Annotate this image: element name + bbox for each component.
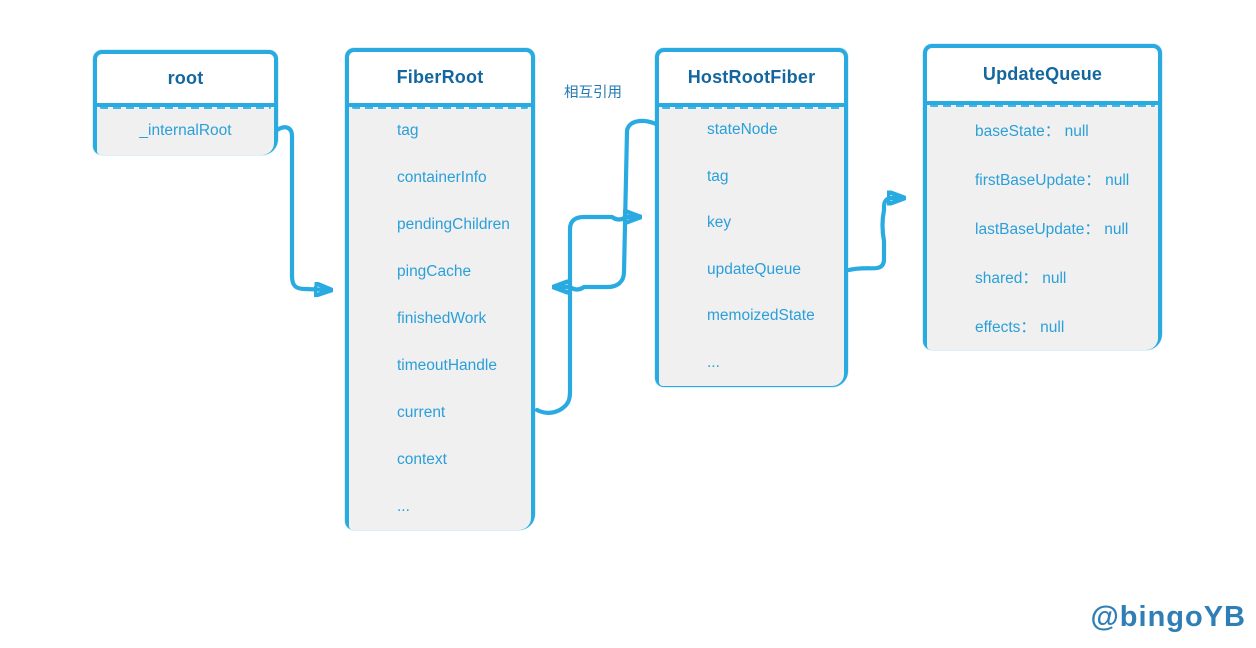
- entity-host-root-fiber-body: stateNode tag key updateQueue memoizedSt…: [659, 103, 844, 386]
- field-last-base-update: lastBaseUpdate： null: [975, 220, 1129, 238]
- field-update-queue: updateQueue: [707, 260, 801, 278]
- entity-update-queue-body: baseState： null firstBaseUpdate： null la…: [927, 101, 1158, 350]
- field-container-info: containerInfo: [397, 168, 487, 186]
- entity-update-queue: UpdateQueue baseState： null firstBaseUpd…: [923, 44, 1162, 350]
- field-base-state: baseState： null: [975, 122, 1089, 140]
- field-finished-work: finishedWork: [397, 309, 487, 327]
- field-ellipsis: ...: [707, 353, 720, 371]
- entity-host-root-fiber: HostRootFiber stateNode tag key updateQu…: [655, 48, 848, 387]
- field-context: context: [397, 450, 447, 468]
- field-shared: shared： null: [975, 269, 1067, 287]
- entity-root-body: _internalRoot: [97, 103, 274, 155]
- field-timeout-handle: timeoutHandle: [397, 356, 497, 374]
- field-ellipsis: ...: [397, 497, 410, 515]
- arrow-hostrootfiber-statenode-to-fiberroot: [554, 118, 659, 290]
- field-key: key: [707, 214, 732, 232]
- entity-fiber-root-title: FiberRoot: [396, 67, 484, 87]
- entity-fiber-root-body: tag containerInfo pendingChildren pingCa…: [349, 103, 531, 530]
- field-memoized-state: memoizedState: [707, 307, 815, 325]
- field-ping-cache: pingCache: [397, 262, 472, 280]
- arrow-fiberroot-current-to-hostrootfiber: [534, 217, 640, 415]
- entity-root: root _internalRoot: [93, 50, 278, 155]
- field-internal-root: _internalRoot: [139, 122, 232, 139]
- entity-update-queue-title: UpdateQueue: [982, 64, 1103, 84]
- field-first-base-update: firstBaseUpdate： null: [975, 171, 1130, 189]
- field-current: current: [397, 403, 446, 421]
- arrow-hostrootfiber-updatequeue-to-updatequeue: [846, 198, 904, 273]
- field-tag: tag: [397, 121, 419, 139]
- mutual-reference-label: 相互引用: [564, 85, 622, 101]
- entity-host-root-fiber-title: HostRootFiber: [687, 67, 816, 87]
- arrow-root-internalroot-to-fiberroot: [274, 125, 331, 290]
- field-effects: effects： null: [975, 318, 1065, 336]
- field-tag: tag: [707, 167, 729, 185]
- entity-fiber-root: FiberRoot tag containerInfo pendingChild…: [345, 48, 535, 530]
- field-state-node: stateNode: [707, 121, 778, 139]
- field-pending-children: pendingChildren: [397, 215, 510, 233]
- watermark-signature: @bingoYB: [1090, 601, 1246, 633]
- entity-root-title: root: [167, 68, 204, 88]
